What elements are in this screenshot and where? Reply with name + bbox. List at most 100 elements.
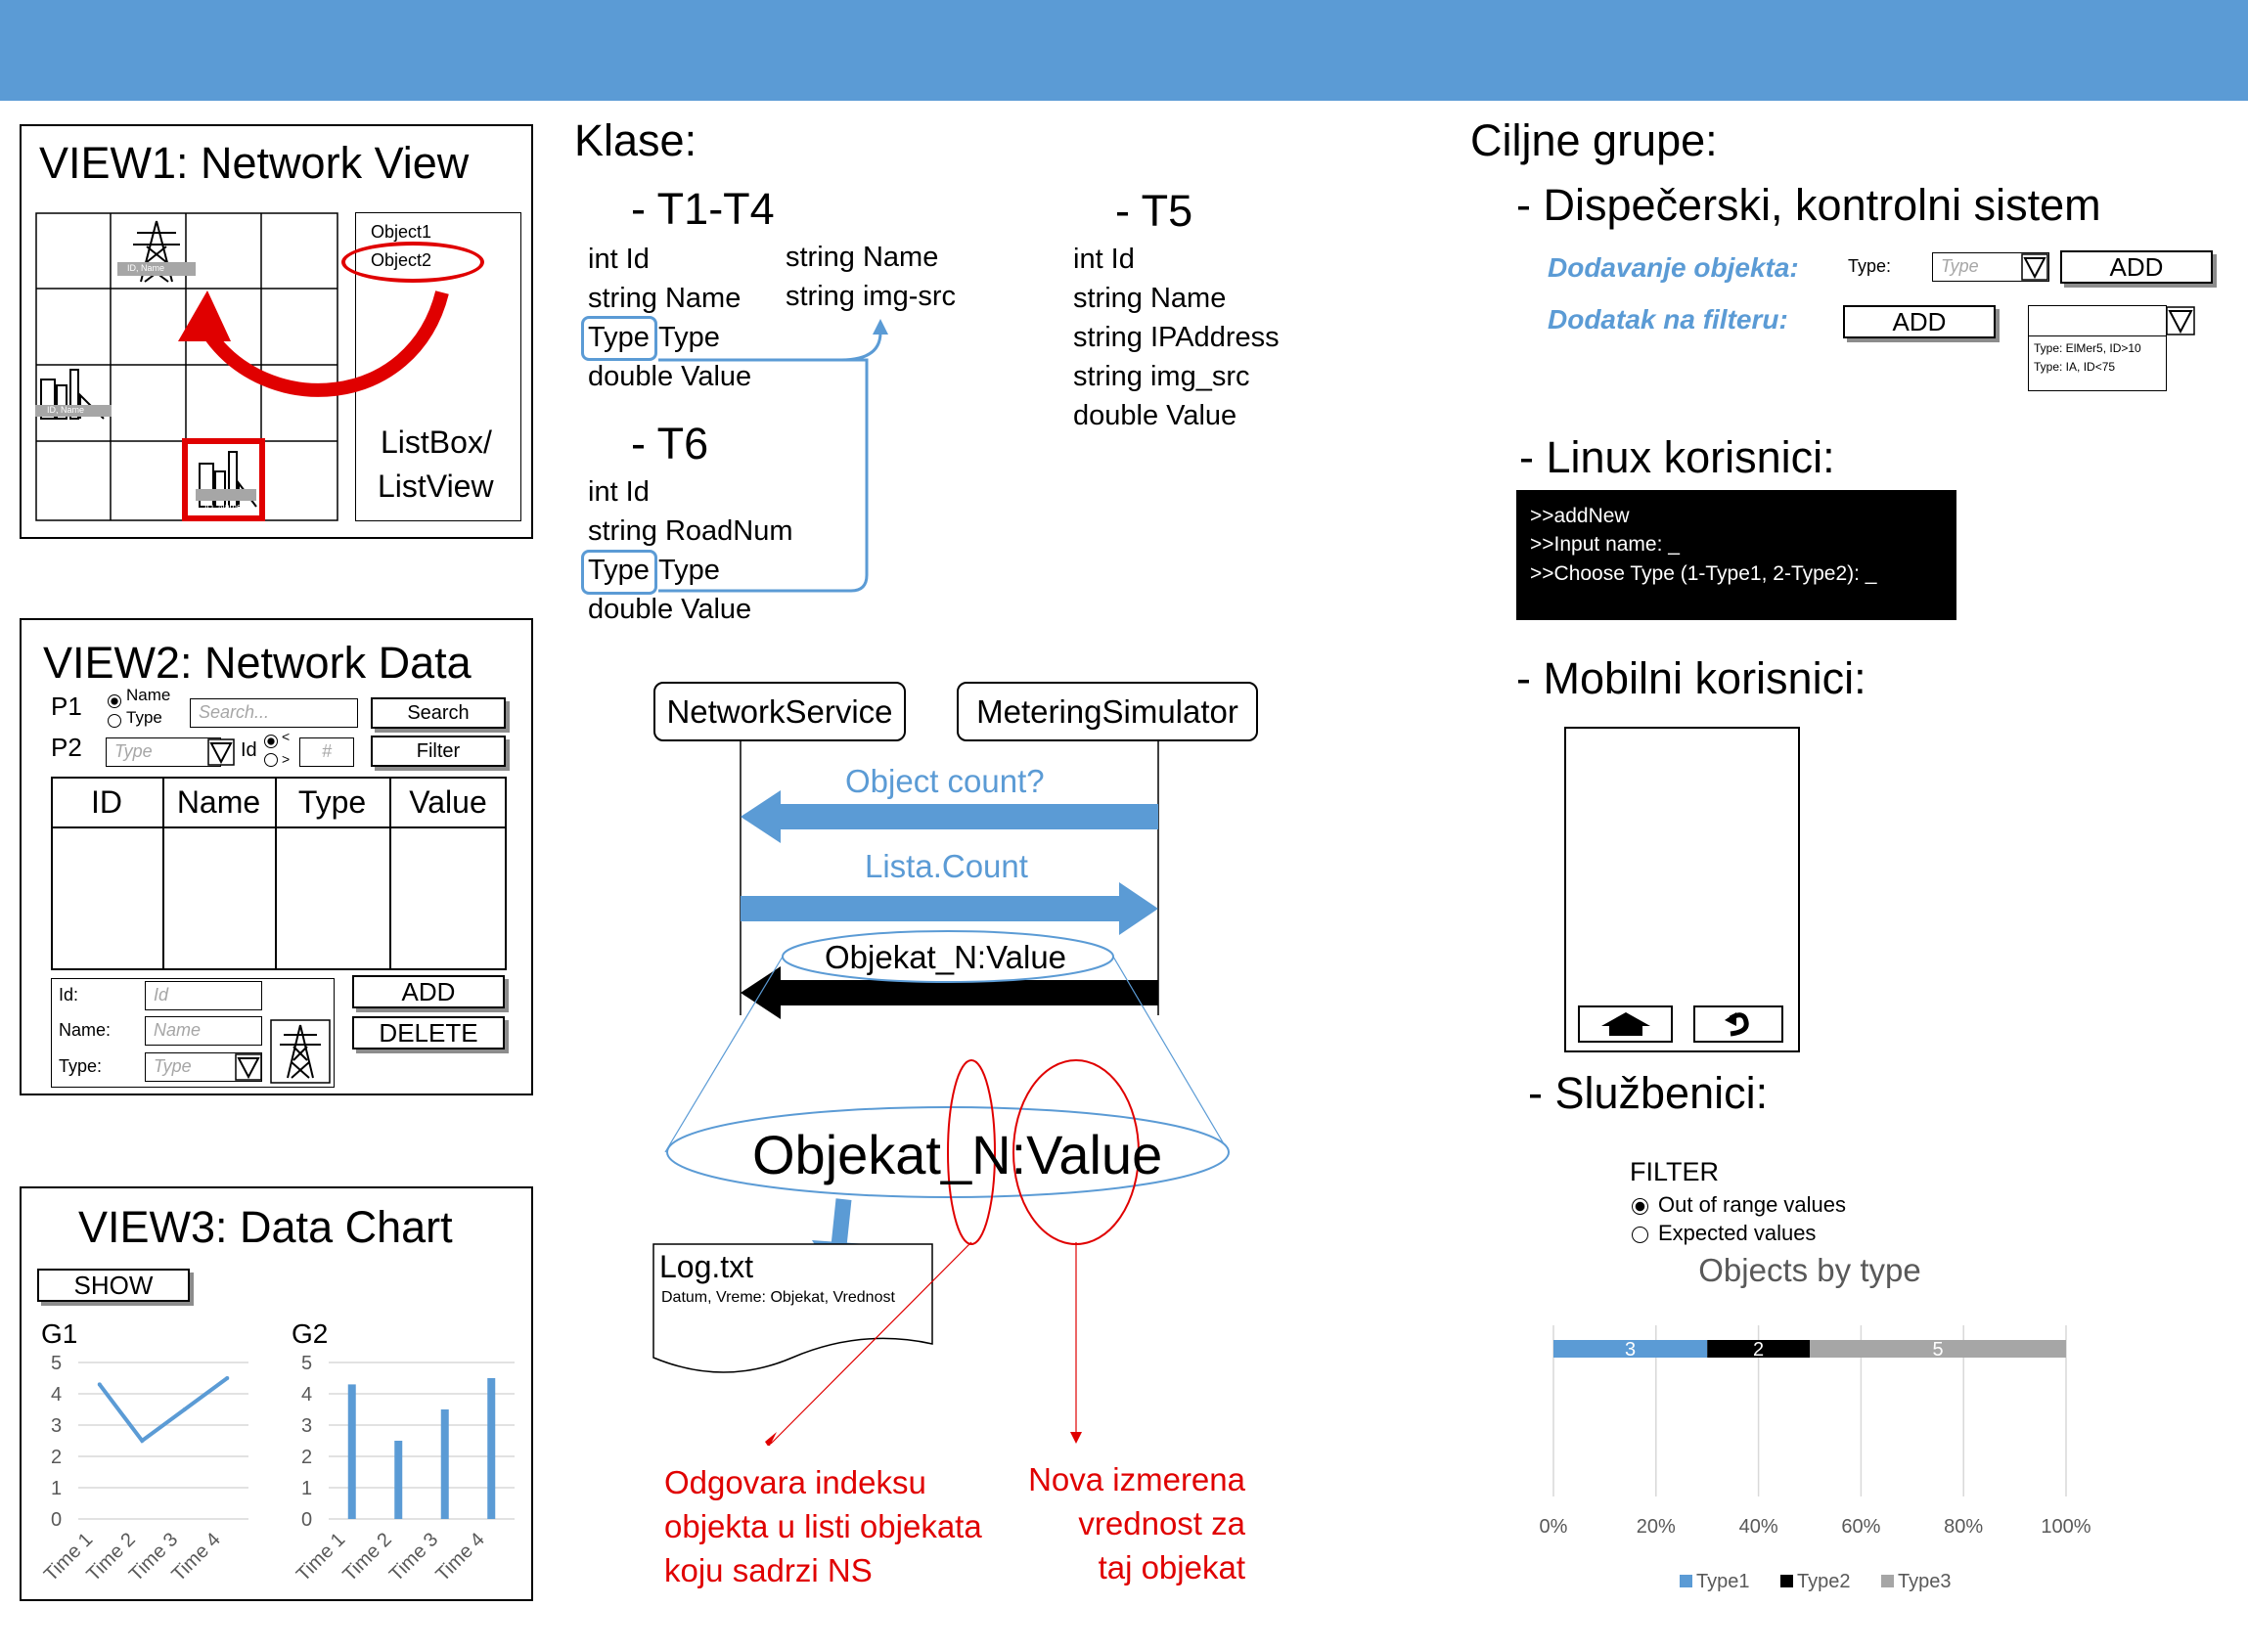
message-objekat-value: Objekat_N:Value xyxy=(825,939,1067,975)
radio-gt[interactable] xyxy=(264,753,278,767)
radio-name[interactable] xyxy=(108,694,121,708)
radio-type[interactable] xyxy=(108,714,121,728)
id-value-input[interactable]: # xyxy=(299,737,354,767)
linux-console[interactable] xyxy=(1516,490,1956,620)
home-icon xyxy=(1601,1012,1650,1036)
x-tick-label: Time 4 xyxy=(168,1529,225,1585)
filter-list-item[interactable]: Type: ElMer5, ID>10 xyxy=(2034,341,2141,355)
chart-title: G1 xyxy=(41,1318,77,1349)
gt-label: > xyxy=(282,751,291,767)
listbox-caption: ListView xyxy=(378,469,494,504)
search-input[interactable]: Search... xyxy=(190,698,358,728)
stacked-bar-segment xyxy=(1707,1340,1810,1358)
data-point xyxy=(140,1439,145,1443)
listbox-caption: ListBox/ xyxy=(381,424,492,460)
t1t4-type-field: Type xyxy=(588,322,650,353)
t5-field: string IPAddress xyxy=(1073,322,1280,353)
x-tick-label: Time 2 xyxy=(339,1529,396,1585)
dispecerski-type-label: Type: xyxy=(1848,256,1892,276)
chevron-down-icon[interactable] xyxy=(235,1053,262,1081)
object-listbox[interactable] xyxy=(355,212,521,521)
chevron-down-icon[interactable] xyxy=(2166,306,2195,335)
form-id-label: Id: xyxy=(59,985,79,1005)
dodatak-label: Dodatak na filteru: xyxy=(1548,304,1788,335)
data-point xyxy=(97,1382,102,1387)
y-tick-label: 5 xyxy=(301,1353,312,1374)
listbox-item[interactable]: Object1 xyxy=(371,222,432,242)
t6-field: string RoadNum xyxy=(588,515,793,547)
legend-swatch xyxy=(1680,1575,1692,1587)
add-button[interactable]: ADD xyxy=(352,975,505,1008)
radio-expected[interactable] xyxy=(1632,1227,1648,1243)
radio-type-label: Type xyxy=(126,708,162,727)
back-button[interactable] xyxy=(1693,1005,1783,1043)
search-button[interactable]: Search xyxy=(371,697,506,729)
factory-icon-selected[interactable] xyxy=(188,444,260,514)
bar xyxy=(394,1441,403,1519)
table-col-divider xyxy=(162,777,164,970)
bar xyxy=(440,1409,449,1519)
x-tick-label: 80% xyxy=(1944,1516,1983,1538)
table-header-line xyxy=(51,826,507,828)
delete-button[interactable]: DELETE xyxy=(352,1016,505,1049)
filter-button[interactable]: Filter xyxy=(371,736,506,767)
form-id-input[interactable]: Id xyxy=(145,981,262,1010)
x-tick-label: 60% xyxy=(1841,1516,1880,1538)
filter-dropdown[interactable] xyxy=(2028,305,2167,391)
network-service-label: NetworkService xyxy=(666,693,893,730)
x-tick-label: Time 3 xyxy=(385,1529,442,1585)
radio-out-of-range[interactable] xyxy=(1632,1198,1648,1215)
chevron-down-icon[interactable] xyxy=(2021,253,2048,281)
y-tick-label: 3 xyxy=(301,1415,312,1437)
undo-icon xyxy=(1725,1012,1749,1037)
data-label: 2 xyxy=(1753,1339,1764,1361)
t1t4-type-suffix: Type xyxy=(658,322,720,353)
sluzbenici-heading: - Službenici: xyxy=(1528,1068,1769,1118)
x-tick-label: 0% xyxy=(1540,1516,1568,1538)
form-name-input[interactable]: Name xyxy=(145,1016,262,1046)
view1-title: VIEW1: Network View xyxy=(39,138,470,188)
filter-list-item[interactable]: Type: IA, ID<75 xyxy=(2034,360,2116,374)
column-header-id[interactable]: ID xyxy=(91,784,122,820)
mobile-screen xyxy=(1564,727,1800,1052)
column-header-value[interactable]: Value xyxy=(409,784,487,820)
data-point xyxy=(225,1376,230,1380)
t5-heading: - T5 xyxy=(1115,186,1193,236)
klase-heading: Klase: xyxy=(574,115,697,165)
data-table[interactable] xyxy=(51,777,507,970)
transmission-tower-icon xyxy=(270,1019,331,1084)
show-button[interactable]: SHOW xyxy=(37,1269,190,1302)
message-object-count: Object count? xyxy=(845,763,1045,799)
radio-expected-label: Expected values xyxy=(1658,1221,1817,1245)
radio-lt[interactable] xyxy=(264,735,278,748)
type-reference-connector xyxy=(658,319,888,593)
series-line xyxy=(98,1376,229,1444)
type-highlight-box xyxy=(581,316,657,361)
dispecerski-add-button[interactable]: ADD xyxy=(2060,250,2213,284)
transmission-tower-icon[interactable] xyxy=(117,217,196,290)
factory-icon[interactable] xyxy=(35,366,112,424)
t6-type-suffix: Type xyxy=(658,555,720,586)
note-index: objekta u listi objekata xyxy=(664,1508,982,1544)
tower-label: ID, Name xyxy=(127,263,165,273)
column-header-name[interactable]: Name xyxy=(176,784,261,820)
drag-arrow xyxy=(178,290,449,397)
form-name-label: Name: xyxy=(59,1020,112,1040)
bar xyxy=(347,1384,356,1519)
t6-field: int Id xyxy=(588,476,650,508)
note-index: koju sadrzi NS xyxy=(664,1552,873,1588)
chevron-down-icon[interactable] xyxy=(207,738,235,766)
filter-add-button[interactable]: ADD xyxy=(1843,305,1996,338)
type-select[interactable]: Type xyxy=(106,737,221,767)
note-value: vrednost za xyxy=(1078,1505,1245,1541)
header-bar xyxy=(0,0,2248,101)
home-button[interactable] xyxy=(1578,1005,1673,1043)
y-tick-label: 1 xyxy=(51,1478,62,1499)
factory-label: ID, Name xyxy=(47,405,85,415)
x-tick-label: 40% xyxy=(1739,1516,1778,1538)
column-header-type[interactable]: Type xyxy=(297,784,367,820)
log-subtitle: Datum, Vreme: Objekat, Vrednost xyxy=(661,1289,895,1306)
data-point xyxy=(182,1407,187,1411)
